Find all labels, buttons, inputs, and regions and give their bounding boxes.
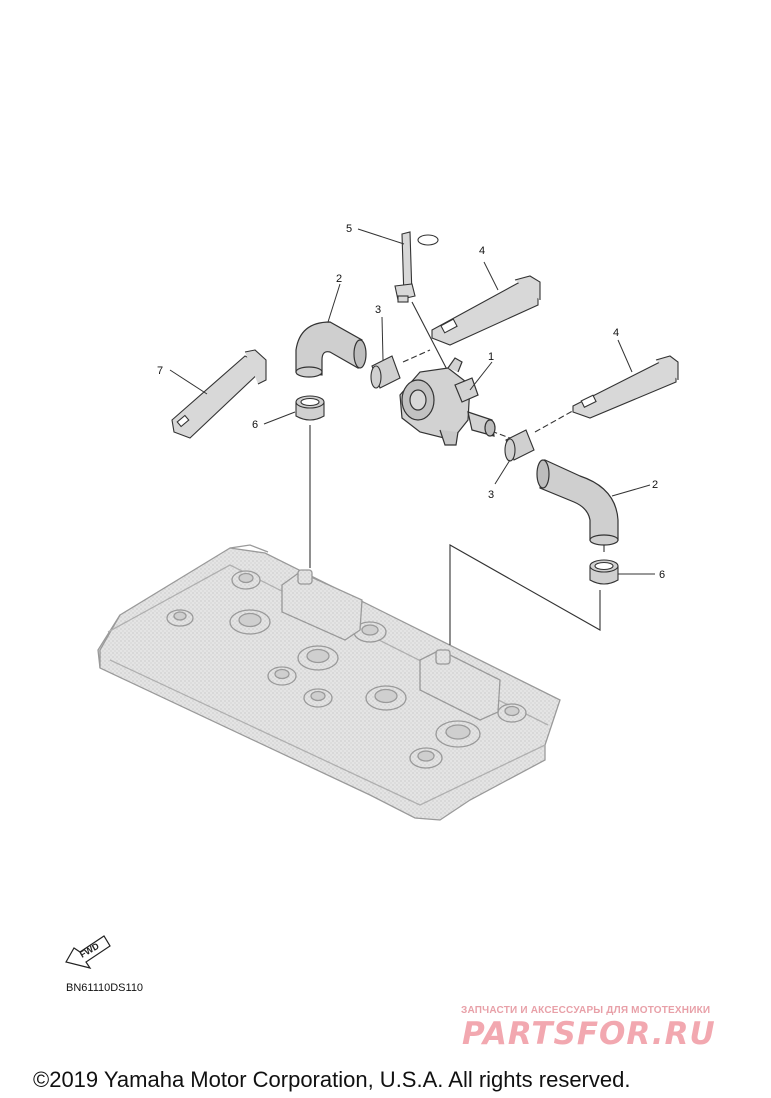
- callout-7: 7: [157, 365, 163, 377]
- cylinder-head-cover: [97, 544, 561, 821]
- part-6-clamp-right: [589, 559, 619, 585]
- callout-2-upper: 2: [336, 273, 342, 285]
- part-2-hose-left: [295, 321, 367, 378]
- diagram-code: BN61110DS110: [66, 982, 144, 994]
- part-4-plate-lower: [572, 355, 679, 419]
- copyright-notice: ©2019 Yamaha Motor Corporation, U.S.A. A…: [33, 1067, 631, 1092]
- callout-4-upper: 4: [479, 245, 485, 257]
- callout-leaders: [169, 228, 655, 575]
- fwd-arrow-icon: FWD: [65, 935, 111, 969]
- callout-6-right: 6: [659, 569, 665, 581]
- callout-4-lower: 4: [613, 327, 619, 339]
- part-4-plate-upper: [431, 275, 541, 346]
- watermark-brand: PARTSFOR.RU: [462, 1016, 716, 1052]
- callout-3-upper: 3: [375, 304, 381, 316]
- callout-1: 1: [488, 351, 494, 363]
- part-1-air-cut-valve: [399, 357, 496, 446]
- callout-6-left: 6: [252, 419, 258, 431]
- part-3-clamp-right: [504, 429, 535, 462]
- watermark-subtitle: ЗАПЧАСТИ И АКСЕССУАРЫ ДЛЯ МОТОТЕХНИКИ: [461, 1005, 711, 1016]
- callout-2-lower: 2: [652, 479, 658, 491]
- part-3-clamp-left: [370, 355, 401, 389]
- part-5-bracket: [394, 231, 439, 303]
- part-6-clamp-left: [295, 395, 325, 421]
- callout-5: 5: [346, 223, 352, 235]
- callout-3-lower: 3: [488, 489, 494, 501]
- part-7-bracket: [171, 349, 267, 439]
- part-2-hose-right: [536, 459, 619, 546]
